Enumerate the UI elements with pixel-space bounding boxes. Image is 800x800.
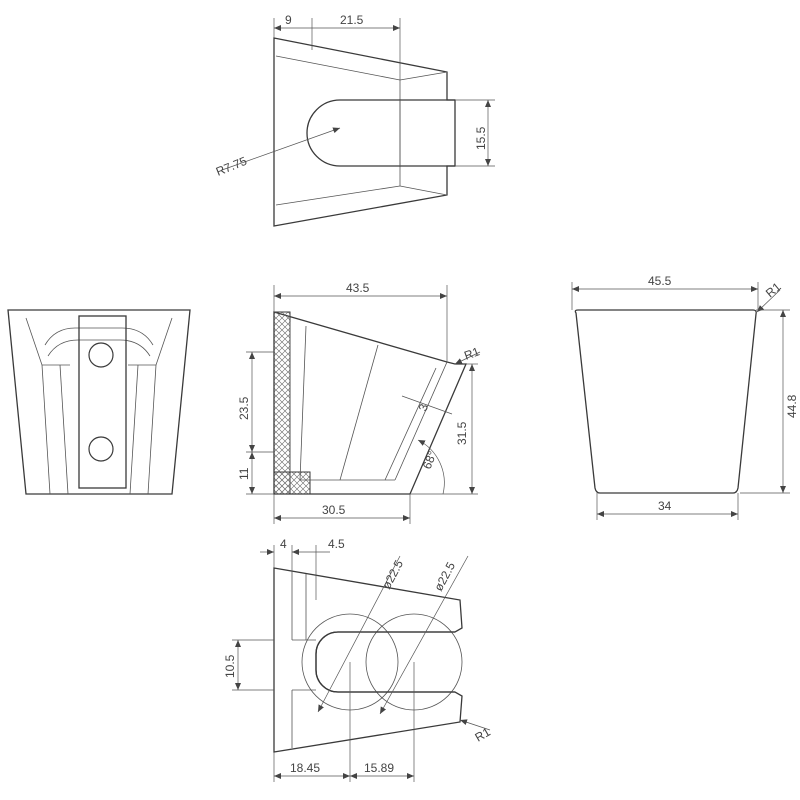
section-dim-base: 30.5 xyxy=(322,503,346,517)
section-dim-h1: 23.5 xyxy=(237,396,251,420)
section-edge xyxy=(340,345,378,480)
top-dim-c: 15.5 xyxy=(474,126,488,150)
right-dim-radius: R1 xyxy=(763,280,784,301)
top-dim-b: 21.5 xyxy=(340,13,364,27)
left-view-edge xyxy=(42,365,50,494)
left-view-hole-bottom xyxy=(89,437,113,461)
left-view xyxy=(8,310,190,494)
bottom-dim-dia2: ø22.5 xyxy=(431,559,458,593)
section-dim-width: 43.5 xyxy=(346,281,370,295)
bottom-dim-x2: 15.89 xyxy=(364,761,394,775)
right-dim-height: 44.8 xyxy=(785,394,799,418)
left-view-edge xyxy=(60,365,68,494)
top-view-outline xyxy=(274,38,455,226)
right-dim-bottom: 34 xyxy=(658,499,672,513)
bottom-dim-x1: 18.45 xyxy=(290,761,320,775)
left-view-edge xyxy=(156,318,172,365)
left-view-cup xyxy=(45,328,153,345)
bottom-view-slot xyxy=(316,632,455,692)
section-hatch-back xyxy=(274,312,290,494)
right-view-outline xyxy=(575,310,756,493)
top-view-edge xyxy=(400,186,447,195)
bottom-dim-b: 4.5 xyxy=(328,537,345,551)
bottom-dim-a: 4 xyxy=(280,537,287,551)
left-view-edge xyxy=(148,365,156,494)
left-view-plate xyxy=(79,316,126,488)
section-dim-angle: 68° xyxy=(420,449,440,471)
top-view-edge xyxy=(276,186,400,205)
left-view-outline xyxy=(8,310,190,494)
bottom-view: 4 4.5 ø22.5 ø22.5 10.5 R1 18.45 15.89 xyxy=(223,537,493,782)
top-dim-a: 9 xyxy=(285,13,292,27)
section-dim-h2: 11 xyxy=(237,467,251,480)
top-view-slot xyxy=(307,100,455,166)
bottom-dim-dia1: ø22.5 xyxy=(379,557,406,591)
left-view-edge xyxy=(26,318,42,365)
top-dim-radius: R7.75 xyxy=(214,154,249,179)
top-view-edge xyxy=(400,72,447,80)
bottom-dim-h: 10.5 xyxy=(223,654,237,678)
section-edge xyxy=(300,326,306,480)
section-dim-h3: 31.5 xyxy=(455,421,469,445)
section-dim-radius: R1 xyxy=(462,344,482,363)
left-view-hole-top xyxy=(89,343,113,367)
section-hatch-base xyxy=(274,472,310,494)
left-view-edge xyxy=(130,365,138,494)
bottom-dim-radius: R1 xyxy=(473,725,494,745)
right-view: 45.5 R1 44.8 34 xyxy=(572,274,799,520)
right-dim-top: 45.5 xyxy=(648,274,672,288)
section-view: 43.5 R1 23.5 11 31.5 3 68° 30.5 xyxy=(237,281,482,524)
top-view: 9 21.5 15.5 R7.75 xyxy=(214,13,495,226)
